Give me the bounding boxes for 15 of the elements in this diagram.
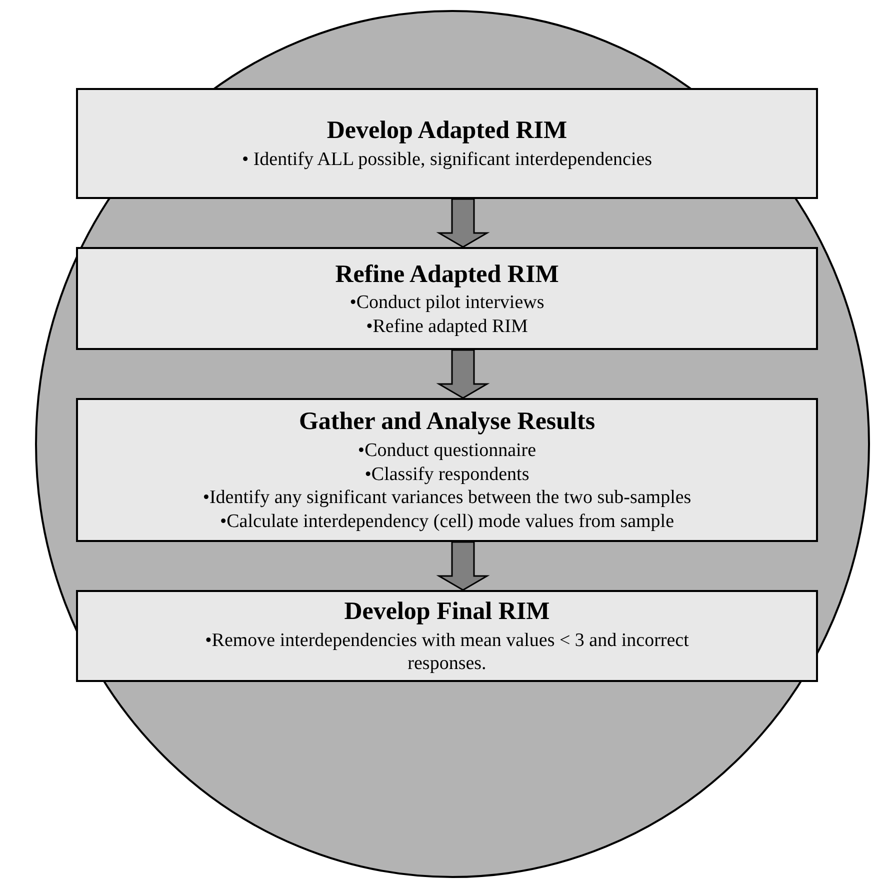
step-bullet: •Remove interdependencies with mean values < 3 and incorrect responses. <box>204 628 690 676</box>
block-arrow <box>436 541 490 591</box>
step-title: Refine Adapted RIM <box>335 260 559 290</box>
step-bullet: •Conduct pilot interviews <box>350 291 544 315</box>
block-arrow <box>436 198 490 248</box>
step-bullet: •Identify any significant variances between the two sub-samples <box>202 486 692 510</box>
step-title: Gather and Analyse Results <box>298 407 596 438</box>
step-bullet: • Identify ALL possible, significant interdependencies <box>242 148 652 172</box>
step-bullet: •Classify respondents <box>364 462 530 486</box>
step-bullet: •Calculate interdependency (cell) mode values from sample <box>220 510 674 534</box>
step-bullet: •Conduct questionnaire <box>358 438 536 462</box>
block-arrow <box>436 349 490 399</box>
step-bullet: •Refine adapted RIM <box>366 314 528 338</box>
step-title: Develop Adapted RIM <box>326 116 568 146</box>
step-title: Develop Final RIM <box>344 597 550 627</box>
